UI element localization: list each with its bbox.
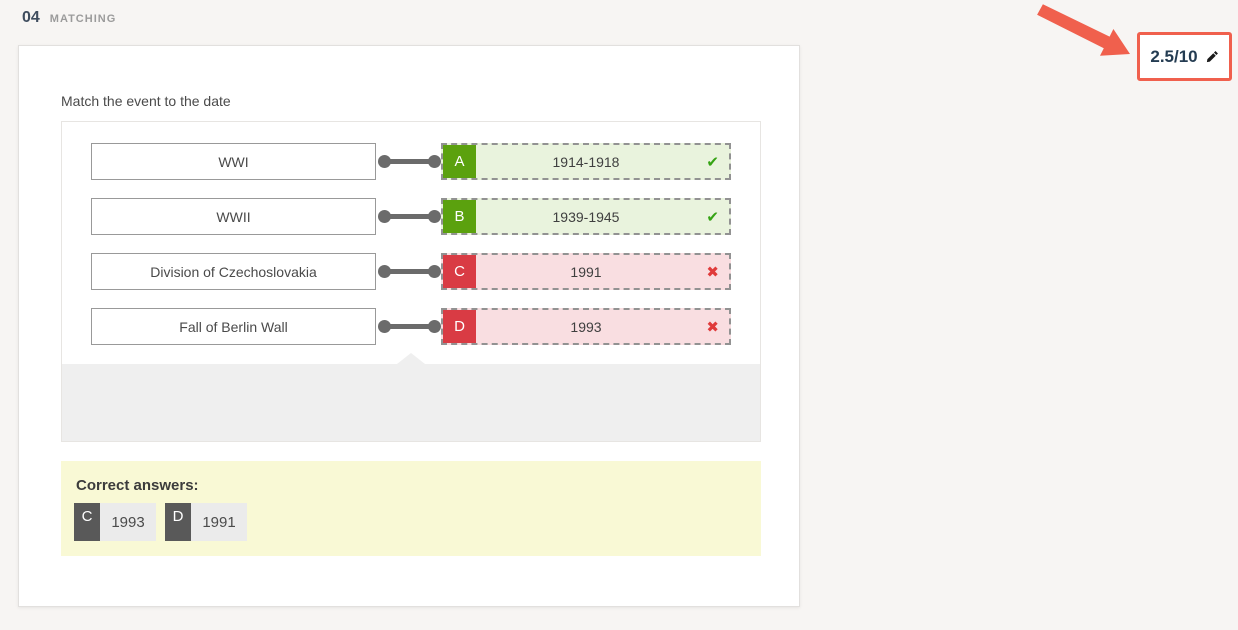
match-connector bbox=[378, 320, 441, 333]
correct-answers-section: Correct answers: C 1993 D 1991 bbox=[61, 461, 761, 556]
match-rows: WWI A 1914-1918 ✔ WWII B 1939-1945 ✔ bbox=[62, 122, 760, 365]
match-left-item[interactable]: Division of Czechoslovakia bbox=[91, 253, 376, 290]
match-connector bbox=[378, 265, 441, 278]
match-left-item[interactable]: WWII bbox=[91, 198, 376, 235]
chip-letter-badge: C bbox=[74, 503, 100, 541]
tray-notch bbox=[397, 353, 425, 364]
answer-letter-badge: C bbox=[443, 255, 476, 288]
answer-tray bbox=[62, 353, 760, 441]
answer-value: 1991 bbox=[570, 263, 602, 280]
match-row: WWI A 1914-1918 ✔ bbox=[62, 143, 760, 180]
match-connector bbox=[378, 155, 441, 168]
score-badge[interactable]: 2.5/10 bbox=[1137, 32, 1232, 81]
match-answer-box[interactable]: B 1939-1945 ✔ bbox=[441, 198, 731, 235]
edit-score-pencil-icon[interactable] bbox=[1206, 50, 1219, 63]
match-row: WWII B 1939-1945 ✔ bbox=[62, 198, 760, 235]
match-left-item[interactable]: WWI bbox=[91, 143, 376, 180]
question-header: 04 MATCHING bbox=[22, 9, 116, 27]
answer-value: 1993 bbox=[570, 318, 602, 335]
correct-answers-label: Correct answers: bbox=[76, 477, 199, 494]
match-answer-box[interactable]: A 1914-1918 ✔ bbox=[441, 143, 731, 180]
correct-answers-chips: C 1993 D 1991 bbox=[74, 503, 247, 541]
answer-letter-badge: B bbox=[443, 200, 476, 233]
score-value: 2.5/10 bbox=[1150, 46, 1198, 66]
match-answer-box[interactable]: D 1993 ✖ bbox=[441, 308, 731, 345]
question-type-label: MATCHING bbox=[49, 13, 117, 25]
question-number: 04 bbox=[22, 9, 40, 26]
correct-answer-chip: C 1993 bbox=[74, 503, 156, 541]
matching-panel: WWI A 1914-1918 ✔ WWII B 1939-1945 ✔ bbox=[61, 121, 761, 442]
match-connector bbox=[378, 210, 441, 223]
chip-value: 1993 bbox=[100, 503, 156, 541]
annotation-arrow-icon bbox=[1037, 4, 1130, 56]
match-row: Division of Czechoslovakia C 1991 ✖ bbox=[62, 253, 760, 290]
correct-check-icon: ✔ bbox=[706, 152, 719, 171]
chip-letter-badge: D bbox=[165, 503, 191, 541]
question-card: Match the event to the date WWI A 1914-1… bbox=[18, 45, 800, 607]
match-answer-box[interactable]: C 1991 ✖ bbox=[441, 253, 731, 290]
match-row: Fall of Berlin Wall D 1993 ✖ bbox=[62, 308, 760, 345]
answer-letter-badge: A bbox=[443, 145, 476, 178]
correct-answer-chip: D 1991 bbox=[165, 503, 247, 541]
incorrect-cross-icon: ✖ bbox=[706, 262, 719, 281]
answer-value: 1939-1945 bbox=[552, 208, 620, 225]
answer-value: 1914-1918 bbox=[552, 153, 620, 170]
correct-check-icon: ✔ bbox=[706, 207, 719, 226]
match-left-item[interactable]: Fall of Berlin Wall bbox=[91, 308, 376, 345]
answer-letter-badge: D bbox=[443, 310, 476, 343]
chip-value: 1991 bbox=[191, 503, 247, 541]
question-prompt: Match the event to the date bbox=[61, 93, 231, 109]
incorrect-cross-icon: ✖ bbox=[706, 317, 719, 336]
